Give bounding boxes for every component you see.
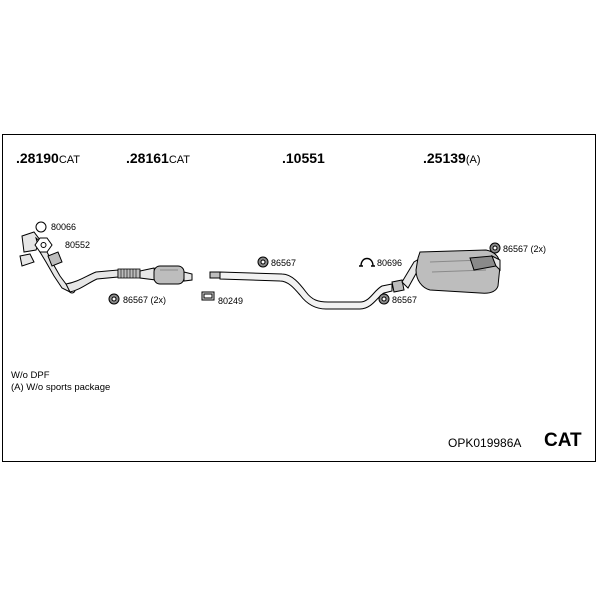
part-number-28161: .28161CAT	[126, 150, 191, 166]
cat-label: CAT	[544, 430, 582, 451]
callout-86567-2x-right: 86567 (2x)	[503, 244, 547, 254]
note-wo-sports-package: (A) W/o sports package	[11, 382, 111, 393]
callout-80696: 80696	[377, 258, 403, 268]
hanger-86567-2x-right-icon	[489, 242, 501, 254]
clamp-80249-icon	[201, 291, 215, 301]
callout-80552: 80552	[65, 240, 91, 250]
hanger-86567-icon	[108, 293, 120, 305]
hanger-86567-right-icon	[378, 293, 390, 305]
middle-pipe-drawing	[209, 271, 405, 310]
callout-86567-right: 86567	[392, 295, 418, 305]
flex-pipe-drawing	[117, 268, 141, 279]
gasket-80552-icon	[34, 237, 53, 253]
callout-86567-mid: 86567	[271, 258, 297, 268]
hanger-86567-mid-icon	[257, 256, 269, 268]
callout-80066: 80066	[51, 222, 77, 232]
rear-muffler-drawing	[401, 249, 501, 294]
clamp-80696-icon	[359, 257, 375, 267]
gasket-80066-icon	[35, 221, 47, 233]
part-number-28190: .28190CAT	[16, 150, 81, 166]
catalyst-drawing	[139, 265, 193, 285]
note-wo-dpf: W/o DPF	[11, 370, 50, 381]
callout-80249: 80249	[218, 296, 244, 306]
callout-86567-2x-left: 86567 (2x)	[123, 295, 167, 305]
part-number-10551: .10551	[282, 150, 325, 166]
front-pipe-drawing	[19, 231, 119, 294]
part-number-25139: .25139(A)	[423, 150, 481, 166]
kit-code: OPK019986A	[448, 436, 522, 450]
diagram-frame	[2, 134, 596, 462]
